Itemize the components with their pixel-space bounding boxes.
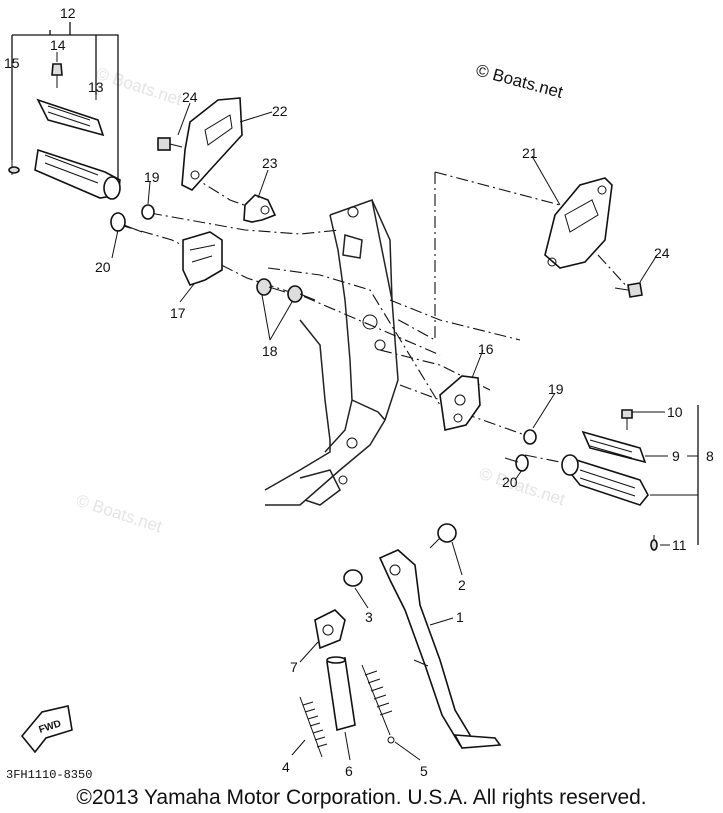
callout-24-top: 24 (182, 89, 198, 105)
bolt-24-right (614, 282, 643, 298)
callout-2: 2 (458, 577, 466, 593)
bolt-20-right (504, 454, 529, 472)
bolts-18 (256, 278, 316, 303)
callout-13: 13 (88, 79, 104, 95)
callout-24-right: 24 (654, 245, 670, 261)
copyright-footer: ©2013 Yamaha Motor Corporation. U.S.A. A… (76, 786, 647, 809)
callout-11: 11 (672, 537, 687, 553)
plate-7 (314, 609, 346, 650)
callout-5: 5 (420, 763, 428, 779)
callout-4: 4 (282, 759, 290, 775)
bolt-24-top (157, 137, 183, 151)
right-footrest-group (561, 405, 699, 551)
watermark: © Boats.net (74, 491, 165, 537)
nut-3 (343, 569, 363, 587)
spring-5 (361, 664, 395, 744)
callout-19-right: 19 (548, 381, 564, 397)
callout-21: 21 (522, 145, 538, 161)
bolt-20-left (110, 212, 143, 233)
callout-23: 23 (262, 155, 278, 171)
plate-21 (544, 177, 613, 269)
bracket-23 (243, 194, 277, 223)
diagram-code: 3FH1110-8350 (6, 768, 92, 782)
left-footrest-group (8, 22, 121, 200)
callout-19-left: 19 (144, 169, 160, 185)
callout-20-left: 20 (95, 259, 111, 275)
callout-22: 22 (272, 103, 288, 119)
frame-section (264, 199, 399, 506)
washer-19-left (141, 204, 155, 220)
callout-9: 9 (672, 448, 680, 464)
callout-6: 6 (345, 763, 353, 779)
watermark: © Boats.net (94, 64, 185, 110)
washer-19-right (523, 429, 537, 445)
bracket-16 (439, 375, 481, 431)
callout-12: 12 (60, 5, 76, 21)
callout-17: 17 (170, 305, 186, 321)
callout-3: 3 (365, 609, 373, 625)
callouts: 12 14 13 15 24 22 23 19 20 17 18 21 24 1… (4, 5, 714, 779)
callout-20-right: 20 (502, 474, 518, 490)
callout-18: 18 (262, 343, 278, 359)
spring-4 (299, 696, 328, 758)
callout-1: 1 (456, 609, 464, 625)
sleeve-6 (326, 656, 356, 732)
bolt-2 (429, 523, 457, 549)
fwd-arrow: FWD (20, 705, 73, 754)
bracket-17 (182, 231, 223, 286)
callout-15: 15 (4, 55, 20, 71)
callout-8: 8 (706, 448, 714, 464)
callout-14: 14 (50, 37, 66, 53)
side-stand-1 (378, 549, 502, 749)
callout-16: 16 (478, 341, 494, 357)
callout-7: 7 (290, 659, 298, 675)
leader-lines (56, 52, 698, 761)
plate-22 (181, 97, 243, 191)
callout-10: 10 (667, 404, 683, 420)
brand-watermark: © Boats.net (474, 61, 565, 102)
